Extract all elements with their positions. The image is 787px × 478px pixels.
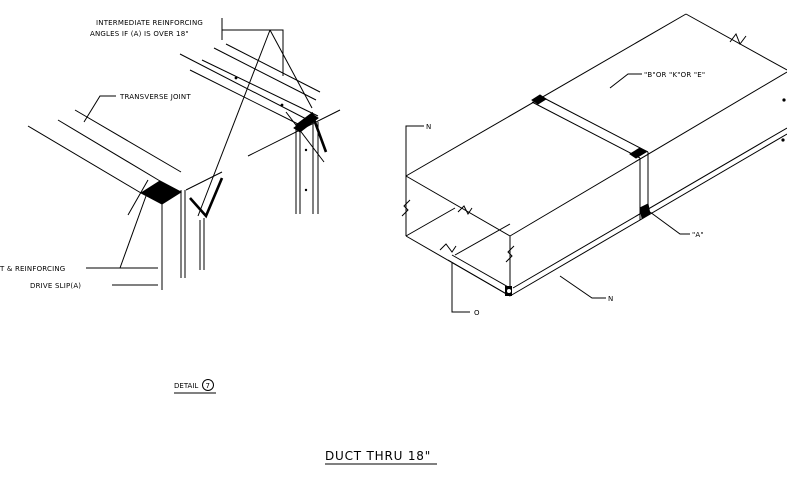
detail-prefix: DETAIL [174, 382, 198, 390]
title-text: DUCT THRU 18" [325, 449, 431, 463]
a-dimension-label: "A" [692, 231, 704, 239]
bke-label: "B"OR "K"OR "E" [644, 71, 705, 79]
drawing-title: DUCT THRU 18" [325, 449, 437, 465]
transverse-joint-label: TRANSVERSE JOINT [119, 93, 191, 101]
detail-caption: DETAIL 7 [174, 379, 216, 394]
joint-section-view: INTERMEDIATE REINFORCING ANGLES IF (A) I… [0, 18, 341, 290]
n-label-bottom: N [608, 295, 613, 303]
drive-slip-label: DRIVE SLIP(A) [30, 282, 81, 290]
n-label-top: N [426, 123, 431, 131]
angles-if-over-label: ANGLES IF (A) IS OVER 18" [90, 30, 189, 38]
intermediate-reinforcing-label: INTERMEDIATE REINFORCING [96, 19, 203, 27]
o-label: O [474, 309, 480, 317]
joint-reinforcing-label: T & REINFORCING [0, 265, 65, 273]
duct-isometric-view: "B"OR "K"OR "E" "A" N N O [401, 13, 787, 317]
detail-number: 7 [206, 382, 210, 390]
